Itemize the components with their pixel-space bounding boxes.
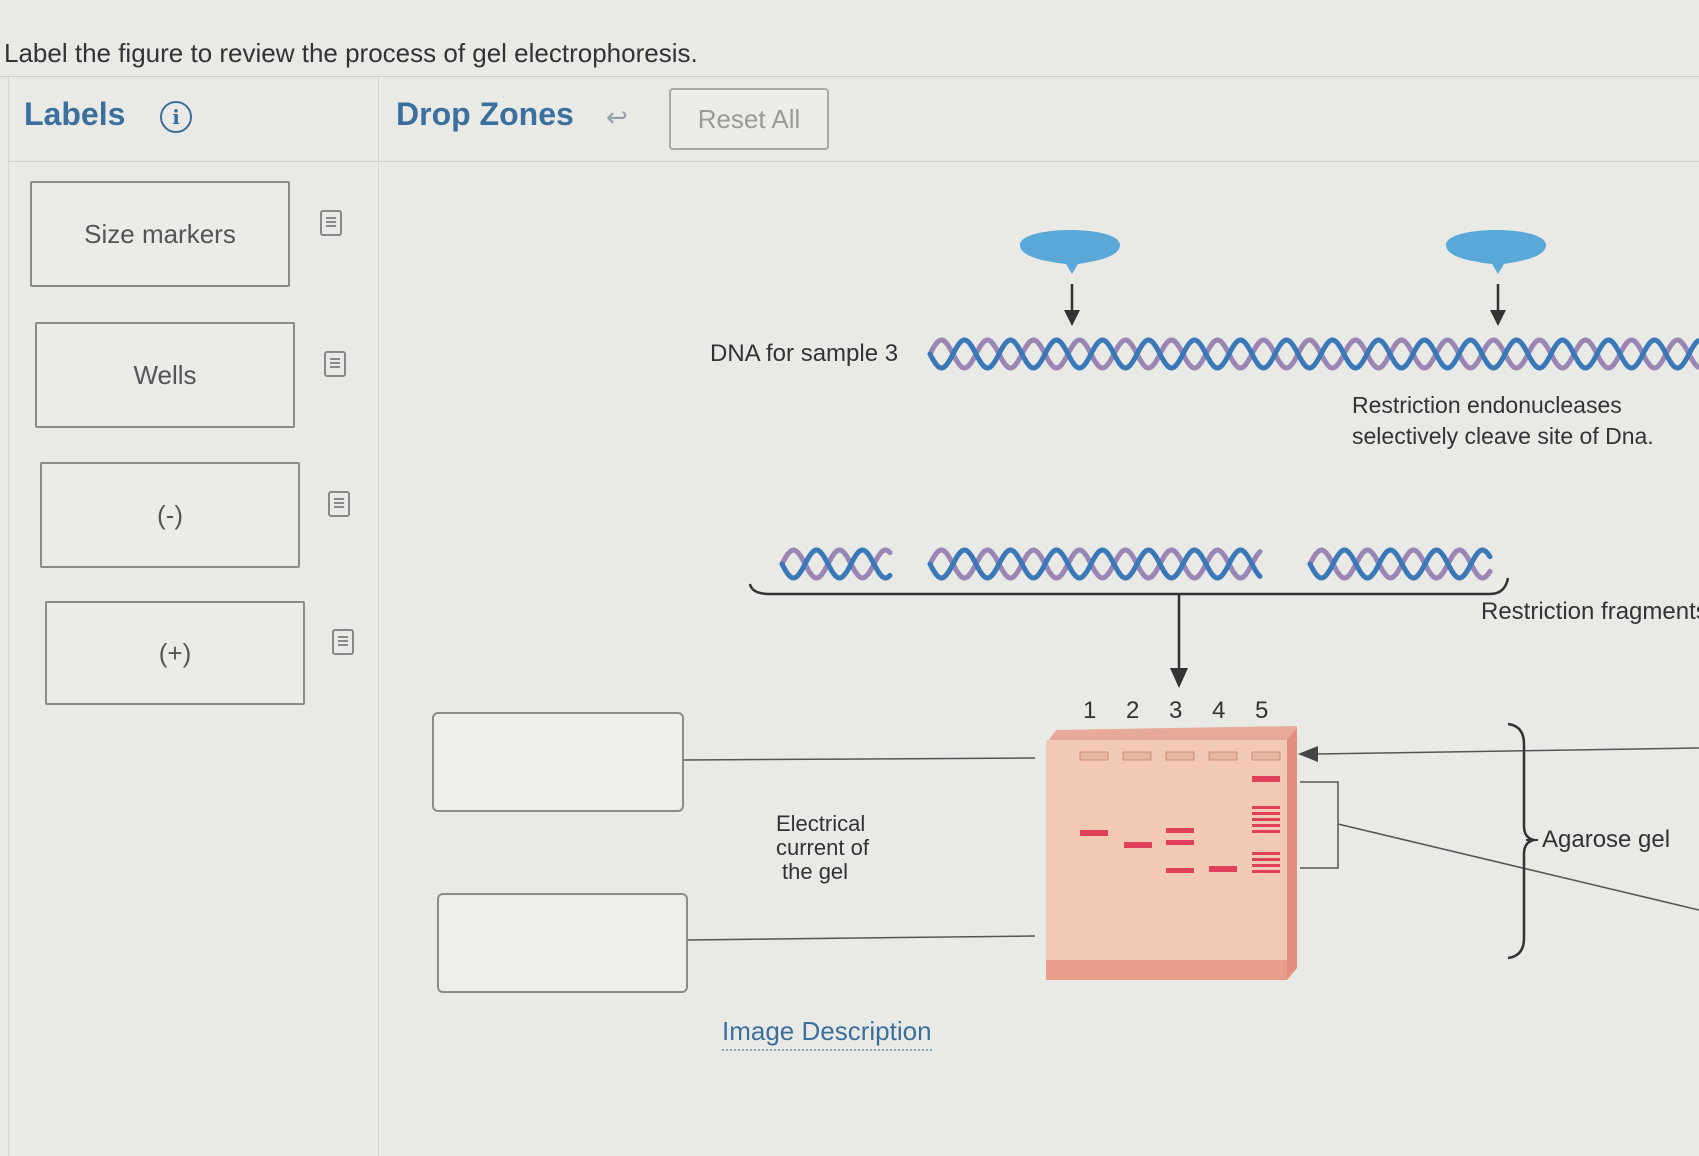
divider xyxy=(8,77,9,1156)
restriction-enzyme-icon xyxy=(1446,230,1546,326)
arrow-head xyxy=(1298,746,1318,762)
arrow-head xyxy=(1170,668,1188,688)
label-card-negative[interactable]: (-) xyxy=(40,462,300,568)
caption-line: current of xyxy=(776,835,869,860)
lane-number: 4 xyxy=(1212,697,1226,724)
reset-all-button[interactable]: Reset All xyxy=(669,88,829,150)
dna-fragment xyxy=(1307,547,1493,581)
note-icon[interactable] xyxy=(332,629,354,655)
electrical-current-caption: Electrical current of the gel xyxy=(776,812,869,884)
divider xyxy=(8,161,1699,162)
drop-zone-bottom[interactable] xyxy=(437,893,688,993)
restriction-enzyme-icon xyxy=(1020,230,1120,326)
label-card-size-markers[interactable]: Size markers xyxy=(30,181,290,287)
label-card-wells[interactable]: Wells xyxy=(35,322,295,428)
size-bracket xyxy=(1300,781,1339,869)
label-card-positive[interactable]: (+) xyxy=(45,601,305,705)
gel-bands xyxy=(1080,776,1280,873)
agarose-gel-label: Agarose gel xyxy=(1542,826,1671,853)
labels-heading: Labels xyxy=(24,96,126,132)
enzyme-caption-line: selectively cleave site of Dna. xyxy=(1352,423,1654,449)
enzyme-caption: Restriction endonucleases selectively cl… xyxy=(1352,390,1654,452)
dna-fragment xyxy=(927,547,1263,581)
caption-line: Electrical xyxy=(776,811,866,836)
divider xyxy=(0,76,1699,77)
lane-number: 1 xyxy=(1083,697,1097,724)
undo-icon[interactable]: ↩ xyxy=(606,102,628,132)
enzyme-caption-line: Restriction endonucleases xyxy=(1352,392,1622,418)
agarose-gel-slab xyxy=(1046,726,1297,980)
leader-line xyxy=(1337,823,1699,911)
dna-helix xyxy=(927,337,1699,371)
lane-number: 3 xyxy=(1169,697,1183,724)
fragments-bracket xyxy=(748,577,1510,596)
drop-zones-heading: Drop Zones xyxy=(396,96,574,132)
note-icon[interactable] xyxy=(324,351,346,377)
leader-line xyxy=(687,935,1036,941)
caption-line: the gel xyxy=(782,859,849,884)
dna-sample-label: DNA for sample 3 xyxy=(710,340,899,367)
leader-line xyxy=(1315,747,1699,755)
lane-number: 5 xyxy=(1255,697,1269,724)
note-icon[interactable] xyxy=(320,210,342,236)
dna-fragment xyxy=(779,547,893,581)
restriction-fragments-label: Restriction fragments xyxy=(1481,598,1699,625)
lane-number: 2 xyxy=(1126,697,1140,724)
panel-divider xyxy=(378,77,379,1156)
gel-wells xyxy=(1079,751,1281,761)
info-icon[interactable]: i xyxy=(160,101,192,133)
note-icon[interactable] xyxy=(328,491,350,517)
drop-zone-top[interactable] xyxy=(432,712,684,812)
leader-line xyxy=(683,757,1036,761)
instruction-text: Label the figure to review the process o… xyxy=(4,38,698,68)
image-description-link[interactable]: Image Description xyxy=(722,1016,932,1051)
